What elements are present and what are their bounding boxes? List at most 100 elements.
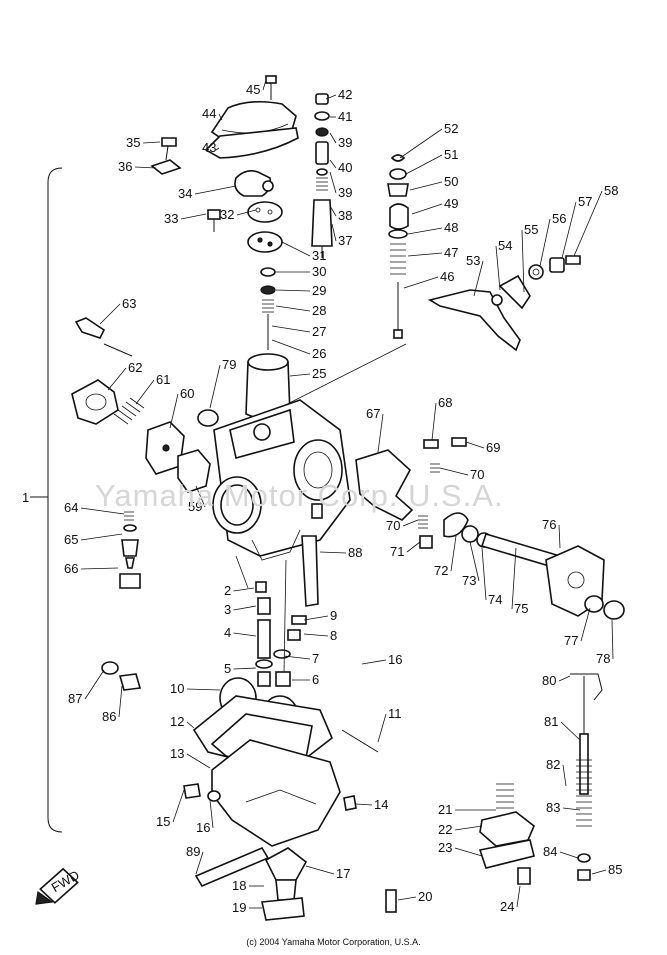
- leader-line: [283, 655, 311, 660]
- leader-line: [215, 147, 220, 151]
- callout-number: 17: [336, 866, 350, 881]
- callout-number: 46: [440, 269, 454, 284]
- callout-number: 80: [542, 673, 556, 688]
- callout-number: 51: [444, 147, 458, 162]
- leader-line: [405, 154, 443, 175]
- leader-line: [516, 885, 521, 908]
- leader-line: [275, 305, 311, 312]
- callout-number: 58: [604, 183, 618, 198]
- callout-number: 67: [366, 406, 380, 421]
- callout-number: 30: [312, 264, 326, 279]
- callout-number: 26: [312, 346, 326, 361]
- callout-number: 49: [444, 196, 458, 211]
- leader-line: [84, 669, 105, 700]
- leader-line: [402, 519, 419, 527]
- leader-line: [411, 203, 443, 215]
- leader-line: [406, 541, 421, 553]
- callout-number: 88: [348, 545, 362, 560]
- leader-line: [409, 181, 443, 191]
- leader-line: [562, 764, 567, 787]
- callout-number: 71: [390, 544, 404, 559]
- callout-number: 35: [126, 135, 140, 150]
- callout-number: 52: [444, 121, 458, 136]
- group-bracket: 1: [22, 167, 63, 833]
- callout-number: 21: [438, 802, 452, 817]
- leader-line: [281, 241, 311, 257]
- leader-line: [331, 223, 337, 242]
- callout-number: 42: [338, 87, 352, 102]
- choke-plunger-stack: [387, 154, 409, 339]
- leader-line: [180, 213, 207, 220]
- leader-line: [303, 633, 329, 637]
- leader-line: [275, 289, 311, 292]
- left-side-parts: [71, 317, 219, 691]
- callout-number: 56: [552, 211, 566, 226]
- callout-number: 59: [188, 499, 202, 514]
- leader-line: [329, 159, 337, 169]
- callout-number: 23: [438, 840, 452, 855]
- leader-line: [233, 632, 257, 637]
- leader-line: [399, 128, 443, 159]
- leader-line: [580, 607, 591, 642]
- callout-number: 45: [246, 82, 260, 97]
- leader-line: [271, 339, 311, 355]
- callout-number: 87: [68, 691, 82, 706]
- leader-line: [562, 807, 581, 811]
- leader-line: [397, 896, 417, 901]
- callout-number: 38: [338, 208, 352, 223]
- leader-line: [305, 865, 335, 875]
- callout-number: 81: [544, 714, 558, 729]
- callout-number: 27: [312, 324, 326, 339]
- callout-number: 19: [232, 900, 246, 915]
- leader-line: [558, 675, 571, 682]
- callout-number: 78: [596, 651, 610, 666]
- leader-line: [558, 524, 561, 549]
- callout-number: 2: [224, 583, 231, 598]
- callout-number: 86: [102, 709, 116, 724]
- leader-line: [361, 659, 387, 665]
- callout-number: 44: [202, 106, 216, 121]
- callout-number: 14: [374, 797, 388, 812]
- leader-line: [186, 688, 221, 691]
- leader-line: [521, 229, 525, 293]
- callout-number: 41: [338, 109, 352, 124]
- accelerator-pump-group: [478, 673, 603, 885]
- leader-line: [303, 615, 329, 621]
- leader-lines: [80, 79, 614, 909]
- leader-line: [107, 367, 127, 391]
- callout-number: 48: [444, 220, 458, 235]
- leader-line: [80, 533, 123, 541]
- float-bowl-assembly: [183, 677, 379, 847]
- leader-line: [539, 218, 551, 267]
- callout-number: 66: [64, 561, 78, 576]
- callout-number: 68: [438, 395, 452, 410]
- callout-number: 25: [312, 366, 326, 381]
- callout-number: 73: [462, 573, 476, 588]
- callout-number: 36: [118, 159, 132, 174]
- callout-number: 76: [542, 517, 556, 532]
- leader-line: [431, 402, 437, 441]
- carburetor-body: [212, 343, 407, 561]
- callout-number: 11: [388, 706, 402, 721]
- callout-number: 63: [122, 296, 136, 311]
- callout-number: 84: [543, 844, 557, 859]
- callout-number: 62: [128, 360, 142, 375]
- leader-line: [80, 507, 125, 515]
- callout-number: 24: [500, 899, 514, 914]
- choke-lever-linkage: [427, 255, 581, 352]
- leader-line: [407, 227, 443, 235]
- leader-line: [236, 209, 257, 216]
- leader-line: [329, 132, 337, 144]
- callout-number: 89: [186, 844, 200, 859]
- callout-number: 39: [338, 185, 352, 200]
- callout-number: 13: [170, 746, 184, 761]
- leader-line: [195, 485, 206, 508]
- callout-number: 29: [312, 283, 326, 298]
- leader-line: [469, 541, 480, 582]
- callout-number: 74: [488, 592, 502, 607]
- leader-line: [80, 567, 119, 570]
- copyright-text: (c) 2004 Yamaha Motor Corporation, U.S.A…: [246, 937, 421, 947]
- callout-number: 32: [220, 207, 234, 222]
- callout-number: 47: [444, 245, 458, 260]
